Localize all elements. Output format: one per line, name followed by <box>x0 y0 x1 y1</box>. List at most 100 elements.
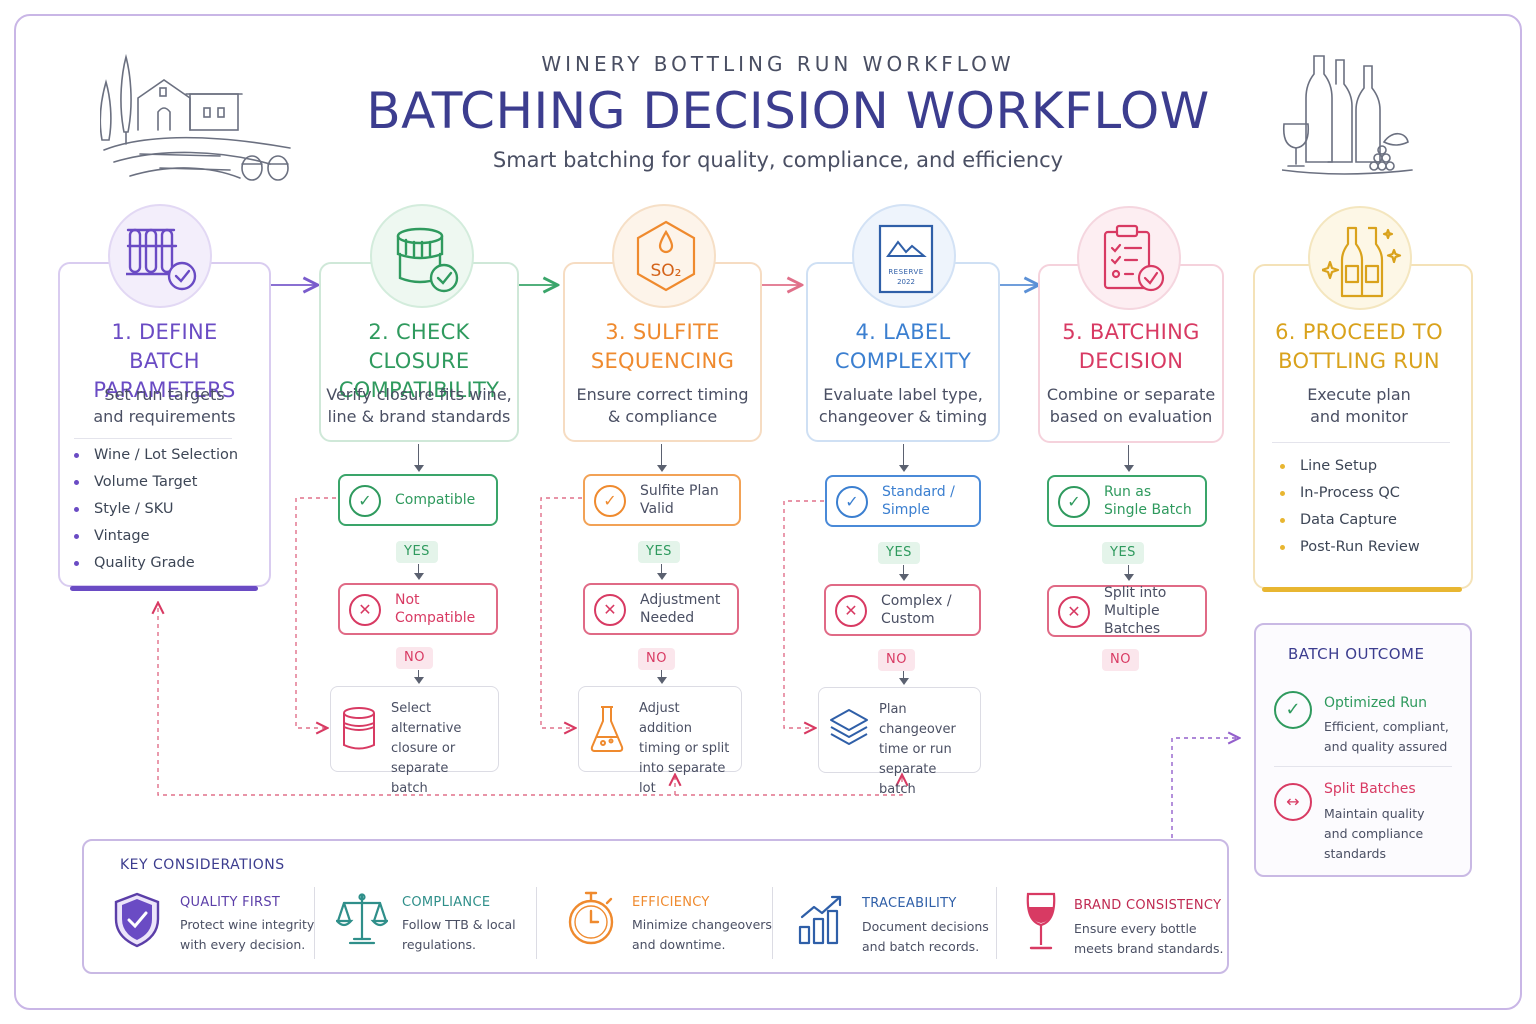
svg-text:RESERVE: RESERVE <box>888 268 923 276</box>
check-circle-icon: ✓ <box>1058 486 1090 518</box>
step-1-bullet-list: Wine / Lot Selection Volume Target Style… <box>68 442 263 577</box>
check-circle-icon: ✓ <box>594 485 626 517</box>
step-5-fail-option[interactable]: ✕ Split into Multiple Batches <box>1047 585 1207 637</box>
list-item: Line Setup <box>1274 453 1464 480</box>
yes-badge: YES <box>396 541 438 563</box>
consideration-efficiency-title: EFFICIENCY <box>632 895 710 910</box>
list-item: Wine / Lot Selection <box>68 442 263 469</box>
step-1-icon-circle <box>108 204 212 308</box>
loop-arrow-sulfite-alt <box>540 497 582 728</box>
step-6-bullet-list: Line Setup In-Process QC Data Capture Po… <box>1274 453 1464 561</box>
step-2-fail-option[interactable]: ✕ Not Compatible <box>338 583 498 635</box>
step-2-pass-option[interactable]: ✓ Compatible <box>338 474 498 526</box>
check-circle-icon: ✓ <box>349 485 381 517</box>
return-loop-to-step1 <box>158 604 903 796</box>
no-badge: NO <box>638 648 675 670</box>
consideration-efficiency-desc: Minimize changeovers and downtime. <box>632 917 772 952</box>
flask-icon <box>590 706 624 752</box>
scales-icon <box>336 893 388 945</box>
step-2-description: Verify closure fits wine,line & brand st… <box>326 385 512 426</box>
layers-icon <box>830 709 868 745</box>
step-2-icon-circle <box>370 204 474 308</box>
check-circle-icon: ✓ <box>1274 691 1312 729</box>
list-item: In-Process QC <box>1274 480 1464 507</box>
sulfite-hexagon-icon: SO₂ <box>636 220 696 292</box>
step-5-icon-circle <box>1077 206 1181 310</box>
page-kicker: WINERY BOTTLING RUN WORKFLOW <box>541 52 1015 76</box>
yes-badge: YES <box>878 542 920 564</box>
no-badge: NO <box>1102 649 1139 671</box>
consideration-compliance-title: COMPLIANCE <box>402 895 491 910</box>
consideration-compliance-desc: Follow TTB & local regulations. <box>402 917 516 952</box>
step-4-fail-option[interactable]: ✕ Complex / Custom <box>824 584 981 636</box>
outcome-split-desc: Maintain quality and compliance standard… <box>1324 806 1425 861</box>
list-item: Style / SKU <box>68 496 263 523</box>
x-circle-icon: ✕ <box>1058 596 1090 628</box>
stopwatch-icon <box>568 891 614 945</box>
batch-outcome-panel: BATCH OUTCOME ✓ Optimized Run Efficient,… <box>1254 623 1472 877</box>
consideration-traceability-title: TRACEABILITY <box>862 896 957 911</box>
bar-chart-icon <box>798 895 842 945</box>
consideration-quality-title: QUALITY FIRST <box>180 895 281 910</box>
arrow-to-batch-outcome <box>1171 738 1238 838</box>
svg-text:SO₂: SO₂ <box>651 261 682 281</box>
x-circle-icon: ✕ <box>594 594 626 626</box>
page-subtitle: Smart batching for quality, compliance, … <box>492 148 1064 172</box>
outcome-split-title: Split Batches <box>1324 781 1416 797</box>
wine-glass-icon <box>1026 892 1056 950</box>
step-3-description: Ensure correct timing& compliance <box>576 385 749 426</box>
winery-illustration-icon <box>100 53 291 181</box>
step-6-card <box>1253 264 1473 589</box>
consideration-brand-title: BRAND CONSISTENCY <box>1074 898 1222 913</box>
consideration-quality-desc: Protect wine integrity with every decisi… <box>180 917 315 952</box>
outcome-optimized-title: Optimized Run <box>1324 695 1427 711</box>
key-considerations-panel: KEY CONSIDERATIONS QUALITY FIRST Protect… <box>82 839 1229 974</box>
list-item: Volume Target <box>68 469 263 496</box>
no-badge: NO <box>878 649 915 671</box>
step-3-pass-option[interactable]: ✓ Sulfite Plan Valid <box>583 474 741 526</box>
x-circle-icon: ✕ <box>349 594 381 626</box>
batch-outcome-title: BATCH OUTCOME <box>1288 645 1425 663</box>
step-6-accent-bar <box>1262 587 1462 592</box>
step-6-icon-circle <box>1308 206 1412 310</box>
step-1-accent-bar <box>70 586 258 591</box>
step-3-alternative-action: Adjust addition timing or split into sep… <box>578 686 742 796</box>
consideration-traceability-desc: Document decisions and batch records. <box>862 919 989 954</box>
step-3-fail-option[interactable]: ✕ Adjustment Needed <box>583 583 739 635</box>
step-4-pass-option[interactable]: ✓ Standard / Simple <box>825 475 981 527</box>
list-item: Vintage <box>68 523 263 550</box>
shield-check-icon <box>114 892 160 948</box>
check-circle-icon: ✓ <box>836 486 868 518</box>
test-tubes-icon <box>126 228 197 291</box>
yes-badge: YES <box>638 541 680 563</box>
clipboard-check-icon <box>1103 224 1165 292</box>
key-considerations-title: KEY CONSIDERATIONS <box>120 857 285 873</box>
step-4-description: Evaluate label type,changeover & timing <box>818 385 988 426</box>
list-item: Post-Run Review <box>1274 534 1464 561</box>
svg-text:2022: 2022 <box>897 278 915 286</box>
step-2-alternative-action: Select alternative closure or separate b… <box>330 686 499 796</box>
list-item: Data Capture <box>1274 507 1464 534</box>
wine-label-icon: RESERVE 2022 <box>878 224 934 294</box>
list-item: Quality Grade <box>68 550 263 577</box>
step-3-icon-circle: SO₂ <box>612 204 716 308</box>
split-arrows-icon: ↔ <box>1274 783 1312 821</box>
loop-arrow-label-alt <box>783 500 824 728</box>
step-1-card <box>58 262 271 587</box>
closure-cap-icon <box>343 707 375 750</box>
step-5-pass-option[interactable]: ✓ Run as Single Batch <box>1047 475 1207 527</box>
outcome-optimized-desc: Efficient, compliant, and quality assure… <box>1324 719 1449 754</box>
closure-cap-check-icon <box>396 227 459 293</box>
step-4-icon-circle: RESERVE 2022 <box>852 204 956 308</box>
step-4-alternative-action: Plan changeover time or run separate bat… <box>818 687 981 797</box>
